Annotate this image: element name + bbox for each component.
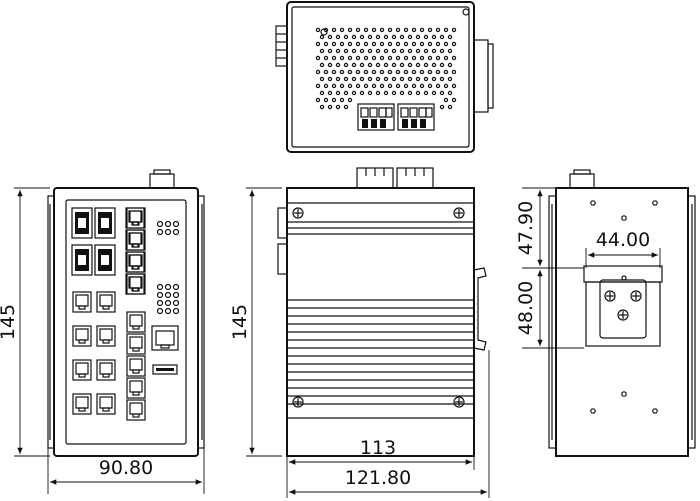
usb-port <box>152 364 178 375</box>
rear-rail-width-label: 44.00 <box>596 229 650 251</box>
side-view <box>277 167 487 457</box>
side-inner-width-dimension: 113 <box>286 437 475 470</box>
terminal-block-top-right <box>397 103 435 131</box>
side-inner-width-label: 113 <box>360 437 396 459</box>
heat-sink-fins <box>287 299 474 405</box>
side-height-dimension: 145 <box>229 187 282 457</box>
front-width-dimension: 90.80 <box>47 440 205 494</box>
front-height-label: 145 <box>0 304 19 340</box>
sfp-ports <box>71 207 116 276</box>
rear-rail-width-dimension: 44.00 <box>585 229 661 268</box>
console-port <box>151 325 179 351</box>
front-height-dimension: 145 <box>0 187 50 457</box>
side-height-label: 145 <box>229 304 251 340</box>
ventilation-holes <box>315 27 457 110</box>
side-outer-width-label: 121.80 <box>345 467 411 489</box>
side-outer-width-dimension: 121.80 <box>286 350 490 498</box>
rear-view <box>548 169 696 457</box>
rear-top-offset-label: 47.90 <box>515 201 537 255</box>
rj45-ports <box>72 207 146 421</box>
front-view <box>47 169 205 457</box>
rear-rail-height-label: 48.00 <box>515 281 537 335</box>
front-width-label: 90.80 <box>99 457 153 479</box>
led-indicators <box>156 220 180 315</box>
top-view <box>275 1 494 153</box>
rear-vertical-dimensions: 47.90 48.00 <box>515 187 584 349</box>
terminal-block-top-left <box>357 103 395 131</box>
